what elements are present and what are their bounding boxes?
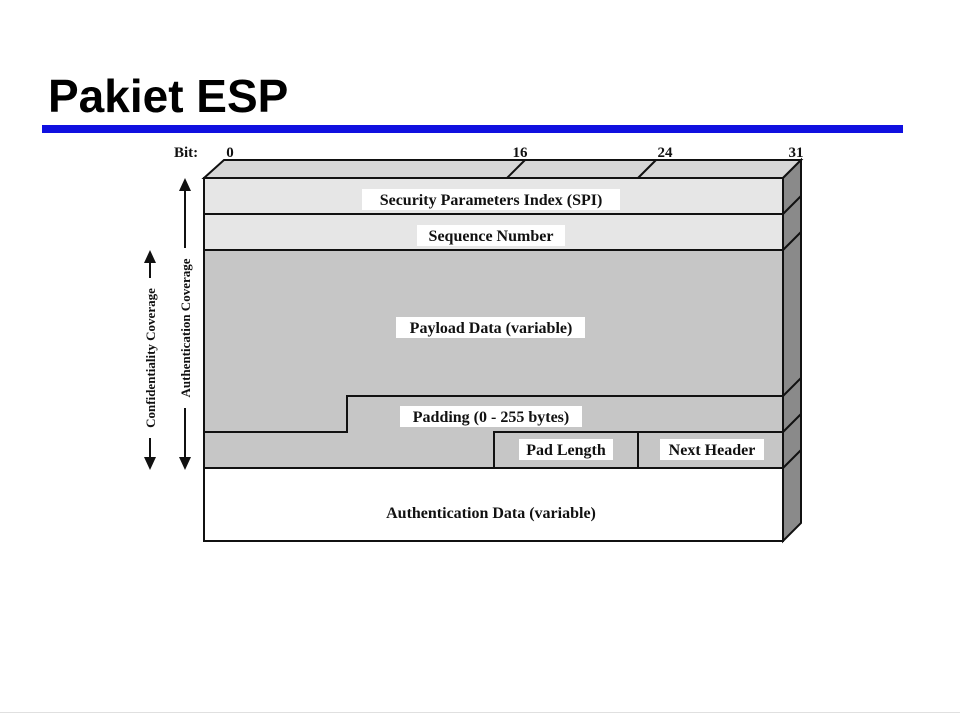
padding-label-bg	[400, 406, 582, 427]
slide-title: Pakiet ESP	[48, 70, 289, 122]
spi-label: Security Parameters Index (SPI)	[380, 192, 603, 209]
pad-length-label-bg	[519, 439, 613, 460]
pad-length-label: Pad Length	[526, 442, 606, 459]
bit-label: Bit:	[174, 145, 198, 161]
next-header-label-bg	[660, 439, 764, 460]
side-ridges	[782, 195, 802, 469]
payload-padding-boundary	[204, 395, 783, 433]
slide-bottom-rule	[0, 712, 960, 713]
authentication-coverage-arrow	[179, 178, 191, 470]
bit-tick-16: 16	[513, 145, 529, 161]
payload-label-bg	[396, 317, 585, 338]
bit-tick-24: 24	[658, 145, 674, 161]
payload-label: Payload Data (variable)	[410, 320, 573, 337]
auth-data-label: Authentication Data (variable)	[386, 505, 596, 522]
spi-label-bg	[362, 189, 620, 210]
packet-side-face	[782, 157, 802, 544]
padding-label: Padding (0 - 255 bytes)	[413, 409, 569, 426]
bit-tick-31: 31	[789, 145, 804, 161]
confidentiality-coverage-label: Confidentiality Coverage	[143, 288, 158, 428]
bit-tick-0: 0	[226, 145, 234, 161]
auth-data-field	[203, 467, 784, 542]
sequence-label: Sequence Number	[429, 228, 554, 245]
authentication-coverage-label: Authentication Coverage	[178, 258, 193, 397]
top-divider-16	[506, 159, 526, 179]
confidentiality-coverage-arrow	[144, 250, 156, 470]
next-header-label: Next Header	[669, 442, 756, 459]
packet-top-face	[201, 159, 804, 179]
top-divider-24	[637, 159, 657, 179]
title-underline	[42, 125, 903, 133]
sequence-label-bg	[417, 225, 565, 246]
